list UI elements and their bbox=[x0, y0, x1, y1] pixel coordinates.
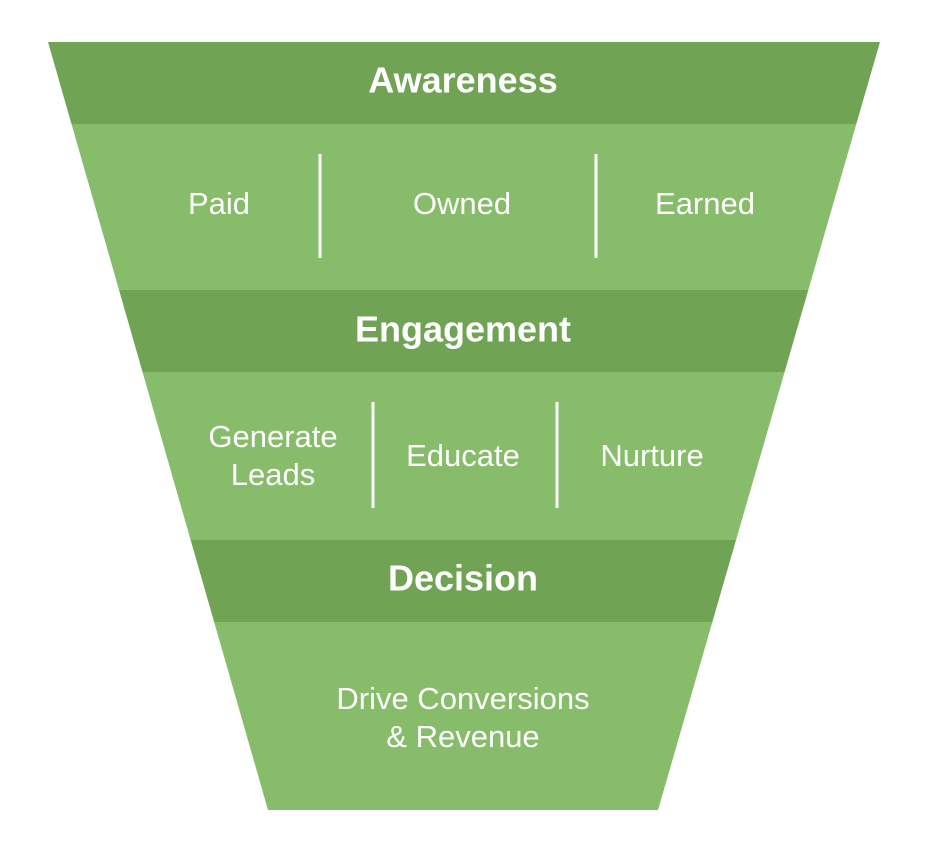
engagement-title: Engagement bbox=[355, 309, 571, 350]
decision-item-1: Drive Conversions& Revenue bbox=[336, 681, 589, 754]
decision-title: Decision bbox=[388, 558, 538, 599]
awareness-item-2: Owned bbox=[413, 186, 511, 221]
decision-header-band bbox=[190, 540, 737, 622]
awareness-title: Awareness bbox=[368, 60, 557, 101]
engagement-body-band bbox=[142, 372, 785, 540]
engagement-item-3: Nurture bbox=[600, 438, 703, 473]
engagement-header-band bbox=[119, 290, 809, 372]
awareness-item-3: Earned bbox=[655, 186, 755, 221]
awareness-header-band bbox=[48, 42, 880, 124]
decision-body-band bbox=[214, 622, 713, 810]
engagement-item-2: Educate bbox=[406, 438, 520, 473]
awareness-body-band bbox=[71, 124, 857, 290]
awareness-item-1: Paid bbox=[188, 186, 250, 221]
